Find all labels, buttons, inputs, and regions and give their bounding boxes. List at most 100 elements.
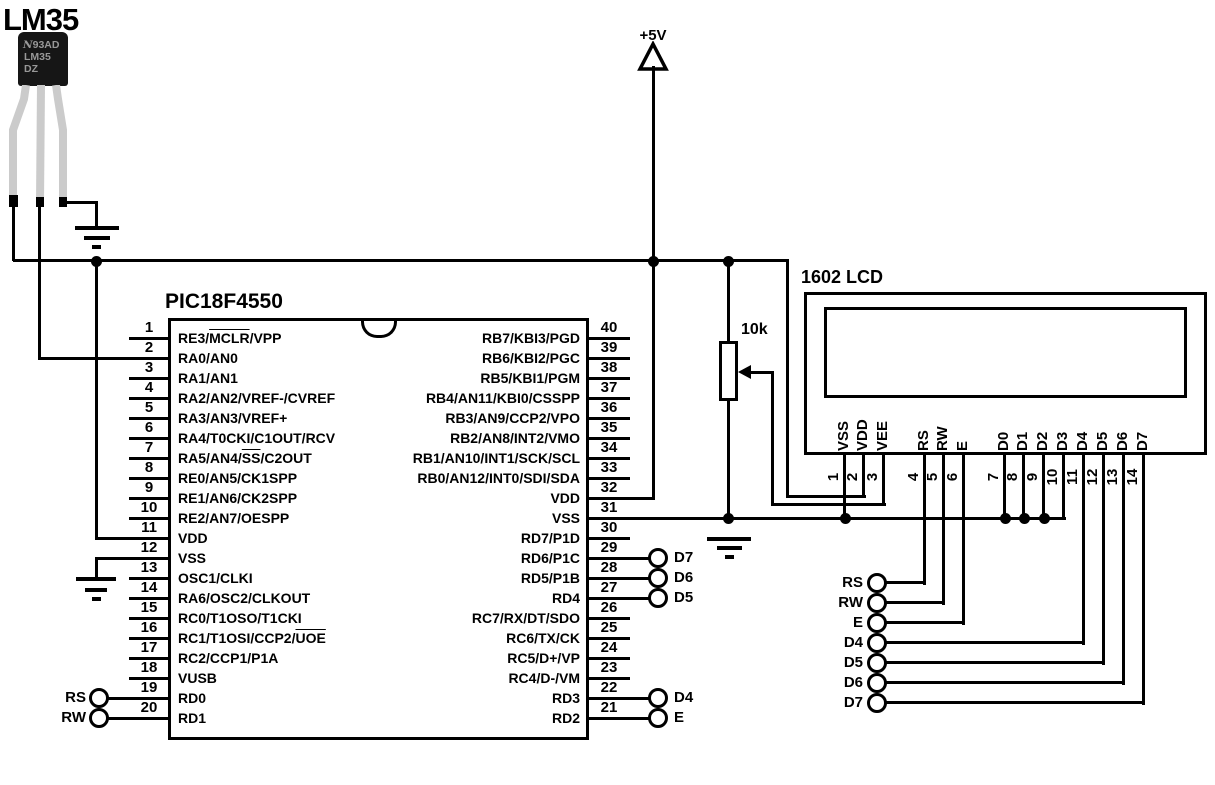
lm35-title: LM35 bbox=[3, 2, 79, 37]
pic-pin-stub bbox=[129, 357, 169, 360]
pic-pin-number: 28 bbox=[600, 559, 618, 576]
lm35-marking-line1: N93AD bbox=[18, 39, 68, 51]
pic-pin-label: RA0/AN0 bbox=[178, 350, 238, 366]
lcd-pin-number: 12 bbox=[1084, 468, 1101, 486]
pic-pin-stub bbox=[588, 357, 630, 360]
pic-pin-label: RB4/AN11/KBI0/CSSPP bbox=[425, 390, 580, 406]
terminal-circle bbox=[867, 673, 887, 693]
pic-pin-label: VUSB bbox=[178, 670, 217, 686]
lcd-pin-label: D5 bbox=[1094, 431, 1111, 451]
terminal-label-d7: D7 bbox=[843, 694, 863, 711]
wire-5v-rail bbox=[13, 259, 789, 262]
pic-pin-number: 4 bbox=[144, 379, 154, 396]
wire-lm35-gnd-vertical bbox=[95, 201, 98, 229]
wire-wiper-vertical bbox=[771, 371, 774, 506]
pic-pin-number: 37 bbox=[600, 379, 618, 396]
lcd-pin-number: 6 bbox=[944, 472, 961, 482]
pic-pin-label: RA5/AN4/SS/C2OUT bbox=[178, 450, 312, 466]
pic-ic-body bbox=[168, 318, 589, 740]
wire-lm35-vout-to-ra0 bbox=[39, 357, 169, 360]
pic-pin-stub bbox=[588, 337, 630, 340]
terminal-label-e: E bbox=[674, 709, 685, 726]
wire-lcd-d6-horizontal bbox=[886, 681, 1125, 684]
wire-lcd-d1-gnd bbox=[1022, 454, 1025, 520]
wire-lcd-d4-horizontal bbox=[886, 641, 1085, 644]
pic-pin-stub bbox=[588, 417, 630, 420]
pic-pin-stub bbox=[129, 577, 169, 580]
pic-pin-stub bbox=[129, 637, 169, 640]
pic-pin-number: 17 bbox=[140, 639, 158, 656]
pic-pin-label: RD0 bbox=[178, 690, 207, 706]
wire-lcd-d4-vertical bbox=[1082, 454, 1085, 645]
lcd-screen bbox=[824, 307, 1187, 398]
pic-pin-number: 6 bbox=[144, 419, 154, 436]
lcd-pin-label: D0 bbox=[995, 431, 1012, 451]
terminal-label-d6: D6 bbox=[674, 569, 694, 586]
pic-pin-label: VSS bbox=[551, 510, 580, 526]
terminal-label-rs: RS bbox=[842, 574, 863, 591]
pic-pin-label: VSS bbox=[178, 550, 207, 566]
terminal-circle bbox=[867, 593, 887, 613]
pic-pin-number: 34 bbox=[600, 439, 618, 456]
pic-pin-stub bbox=[588, 477, 630, 480]
lcd-pin-number: 13 bbox=[1104, 468, 1121, 486]
pic-pin-label: RA6/OSC2/CLKOUT bbox=[178, 590, 311, 606]
wire-5v-vertical bbox=[652, 66, 655, 500]
pic-title: PIC18F4550 bbox=[165, 290, 283, 313]
pic-pin-number: 20 bbox=[140, 699, 158, 716]
wire-5v-to-lcd-vdd bbox=[786, 495, 866, 498]
terminal-circle bbox=[648, 688, 668, 708]
wire-lcd-d5-horizontal bbox=[886, 661, 1105, 664]
terminal-circle bbox=[648, 708, 668, 728]
wire-pot-bottom bbox=[727, 399, 730, 520]
pic-pin-stub bbox=[588, 397, 630, 400]
wire-pin20-rw bbox=[107, 717, 169, 720]
lcd-pin-number: 14 bbox=[1124, 468, 1141, 486]
terminal-circle bbox=[867, 633, 887, 653]
lcd-pin-number: 10 bbox=[1044, 468, 1061, 486]
lm35-lead-vplus bbox=[9, 85, 30, 203]
terminal-label-rw: RW bbox=[838, 594, 863, 611]
terminal-label-d5: D5 bbox=[674, 589, 694, 606]
pic-pin-label: RD3 bbox=[551, 690, 580, 706]
pic-pin-number: 25 bbox=[600, 619, 618, 636]
terminal-label-e: E bbox=[852, 614, 863, 631]
pic-pin-number: 29 bbox=[600, 539, 618, 556]
wire-lcd-d7-vertical bbox=[1142, 454, 1145, 705]
wire-lcd-rw-horizontal bbox=[886, 601, 945, 604]
wire-vdd-left-vertical bbox=[95, 259, 98, 540]
pic-pin-label: RC6/TX/CK bbox=[506, 630, 580, 646]
pic-pin-number: 1 bbox=[144, 319, 154, 336]
wire-lcd-d5-vertical bbox=[1102, 454, 1105, 665]
pic-pin-label: OSC1/CLKI bbox=[178, 570, 253, 586]
pic-pin-label: RC5/D+/VP bbox=[507, 650, 580, 666]
wire-lcd-d7-horizontal bbox=[886, 701, 1145, 704]
pic-pin-number: 31 bbox=[600, 499, 618, 516]
terminal-label-d4: D4 bbox=[843, 634, 863, 651]
wire-lcd-vss bbox=[843, 454, 846, 520]
pic-pin-stub bbox=[129, 377, 169, 380]
lcd-title: 1602 LCD bbox=[801, 267, 884, 287]
pic-pin-stub bbox=[588, 677, 630, 680]
lcd-pin-number: 2 bbox=[844, 472, 861, 482]
terminal-label-rs: RS bbox=[65, 689, 86, 706]
terminal-circle bbox=[648, 588, 668, 608]
lcd-pin-number: 4 bbox=[905, 472, 922, 482]
lm35-lead-gnd bbox=[52, 85, 67, 203]
pic-pin-number: 10 bbox=[140, 499, 158, 516]
pic-pin-label: VDD bbox=[550, 490, 580, 506]
pic-pin-label: RA2/AN2/VREF-/CVREF bbox=[178, 390, 336, 406]
terminal-label-d4: D4 bbox=[674, 689, 694, 706]
terminal-circle bbox=[867, 653, 887, 673]
pic-pin-number: 30 bbox=[600, 519, 618, 536]
lm35-lead-vout bbox=[36, 85, 45, 204]
lm35-date-code: 93AD bbox=[32, 39, 60, 51]
wire-pin28-d6 bbox=[588, 577, 650, 580]
wire-pin11-vdd bbox=[95, 537, 169, 540]
lcd-pin-label: E bbox=[954, 440, 971, 451]
wire-pin32-vdd bbox=[588, 497, 655, 500]
pic-pin-label: RE3/MCLR/VPP bbox=[178, 330, 282, 346]
wire-lm35-gnd-horizontal bbox=[63, 201, 98, 204]
pic-pin-stub bbox=[588, 657, 630, 660]
pic-pin-stub bbox=[129, 457, 169, 460]
